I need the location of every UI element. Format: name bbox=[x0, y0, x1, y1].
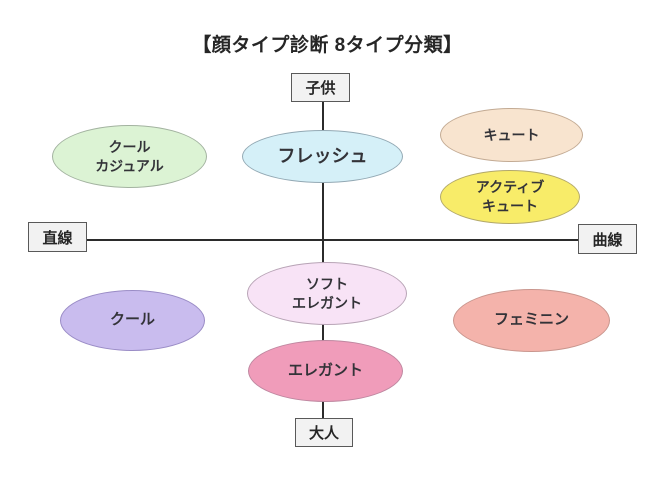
type-label-line: クール bbox=[109, 311, 155, 329]
diagram-title: 【顔タイプ診断 8タイプ分類】 bbox=[192, 35, 463, 56]
type-ellipse-feminine: フェミニン bbox=[453, 289, 610, 352]
type-label-line: キュート bbox=[482, 198, 538, 214]
type-ellipse-cool-casual: クール カジュアル bbox=[52, 125, 207, 188]
axis-label-curve-text: 曲線 bbox=[592, 231, 623, 249]
type-label-line: フレッシュ bbox=[277, 146, 368, 167]
type-ellipse-cool: クール bbox=[60, 290, 205, 351]
type-label-line: ソフト bbox=[306, 275, 348, 292]
type-label-line: エレガント bbox=[292, 294, 362, 311]
vertical-axis-line bbox=[322, 102, 324, 418]
type-label-line: フェミニン bbox=[493, 311, 569, 329]
axis-label-curved-line: 曲線 bbox=[578, 224, 637, 254]
type-label-line: アクティブ bbox=[475, 179, 545, 196]
axis-label-straight-line: 直線 bbox=[28, 222, 87, 252]
type-ellipse-cute: キュート bbox=[440, 108, 583, 162]
axis-label-adult-text: 大人 bbox=[308, 425, 339, 442]
axis-label-child: 子供 bbox=[291, 73, 350, 102]
type-label-line: カジュアル bbox=[95, 157, 164, 174]
type-ellipse-soft-elegant: ソフト エレガント bbox=[247, 262, 407, 325]
horizontal-axis-line bbox=[87, 239, 578, 241]
axis-label-adult: 大人 bbox=[295, 418, 353, 447]
axis-label-straight-text: 直線 bbox=[42, 229, 73, 247]
type-label-line: クール bbox=[108, 138, 151, 155]
type-label-line: エレガント bbox=[287, 361, 363, 379]
axis-label-child-text: 子供 bbox=[305, 80, 336, 97]
type-ellipse-active-cute: アクティブ キュート bbox=[440, 170, 580, 224]
type-ellipse-elegant: エレガント bbox=[248, 340, 403, 402]
type-label-line: キュート bbox=[483, 126, 540, 143]
type-ellipse-fresh: フレッシュ bbox=[242, 130, 403, 183]
